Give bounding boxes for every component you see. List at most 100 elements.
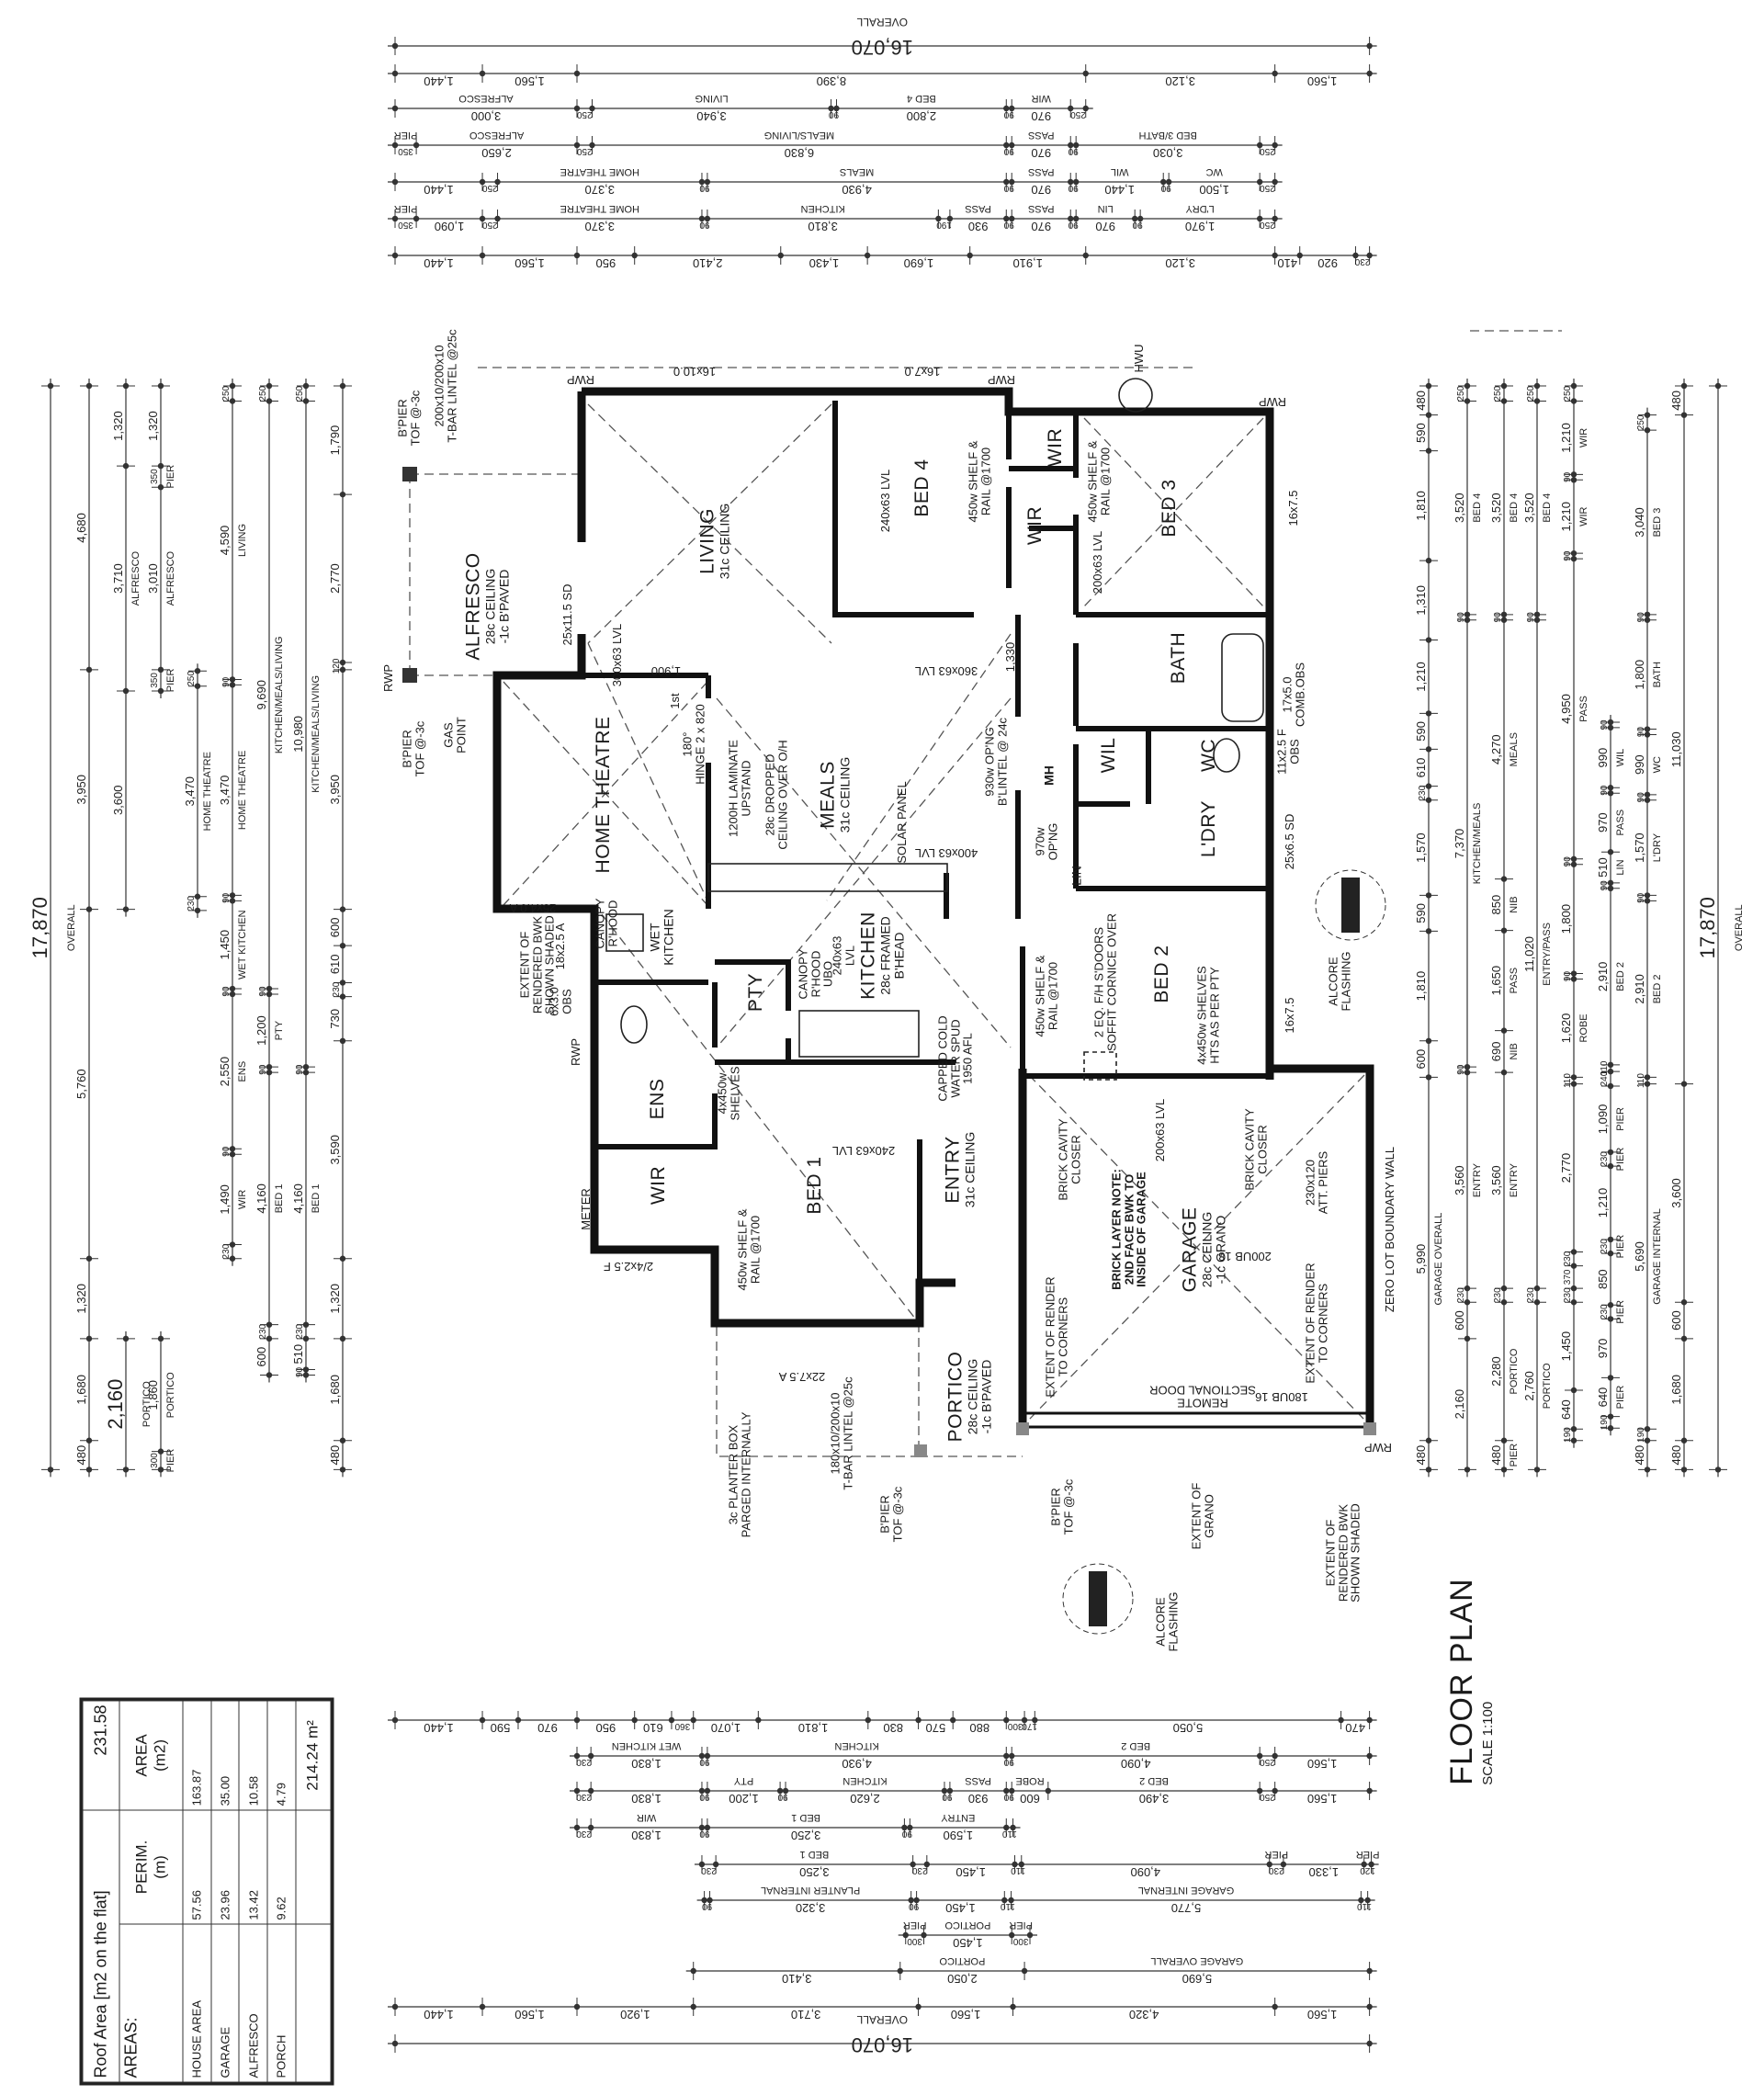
dimension-value: 1,860 xyxy=(146,1380,160,1410)
row-area: 4.79 xyxy=(266,1701,296,1810)
dimension-value: 190 xyxy=(1600,1414,1610,1430)
dimension-node xyxy=(946,1787,954,1795)
areas-table: Roof Area [m2 on the flat]231.58 AREAS:P… xyxy=(79,1697,334,2086)
dimension-node xyxy=(1010,2003,1016,2010)
room-name: WC xyxy=(1197,739,1219,772)
dimension-value: 350 xyxy=(398,146,413,156)
dimension-value: 90 xyxy=(221,676,232,687)
dimension-label: OVERALL xyxy=(1734,904,1745,951)
dimension-label: PORTICO xyxy=(141,1381,153,1427)
dimension-value: 480 xyxy=(1669,391,1683,411)
note-window: 16x7.5 xyxy=(1283,997,1297,1034)
dimension-value: 1,790 xyxy=(328,425,342,456)
dimension-node xyxy=(229,892,236,899)
row-perim: 57.56 xyxy=(182,1809,211,1925)
note-opening: 970w OP'NG xyxy=(1033,822,1059,861)
dimension-label: PASS xyxy=(965,203,991,214)
room-name: WET KITCHEN xyxy=(647,909,675,966)
dimension-node xyxy=(631,252,638,259)
dimension-value: 510 xyxy=(291,1344,305,1365)
dimension-value: 3,120 xyxy=(1165,256,1195,270)
dimension-value: 250 xyxy=(1493,385,1503,401)
dimension-node xyxy=(712,1861,719,1868)
row-perim: 23.96 xyxy=(210,1809,240,1925)
dimension-label: KITCHEN/MEALS/LIVING xyxy=(311,675,322,793)
dimension-label: PTY xyxy=(733,1775,753,1786)
dimension-value: 190 xyxy=(1636,1427,1646,1443)
dimension-node xyxy=(266,398,273,404)
dimension-node xyxy=(302,398,310,404)
dimension-node xyxy=(302,382,310,390)
dimension-node xyxy=(1500,1027,1508,1034)
row-perim: 13.42 xyxy=(239,1809,267,1925)
dimension-node xyxy=(339,993,346,1000)
dimension-node xyxy=(690,2003,696,2010)
dimension-node xyxy=(479,178,486,186)
dimension-value: 1,440 xyxy=(424,74,454,88)
dimension-label: PIER xyxy=(1615,1107,1626,1131)
dimension-value: 250 xyxy=(576,109,592,119)
dimension-node xyxy=(229,1255,236,1262)
dimension-node xyxy=(391,252,399,259)
dimension-node xyxy=(1366,2003,1373,2010)
dimension-node xyxy=(1256,142,1263,149)
dimension-value: 1,570 xyxy=(1414,832,1428,863)
dimension-node xyxy=(1009,1752,1015,1760)
dimension-node xyxy=(935,215,942,222)
note-beam: 200x63 LVL xyxy=(1091,530,1105,595)
dimension-value: 970 xyxy=(1031,220,1051,233)
dimension-value: 1,440 xyxy=(1104,183,1135,197)
dimension-node xyxy=(587,1824,594,1831)
dimension-node xyxy=(1680,1466,1688,1473)
dimension-value: 4,930 xyxy=(842,183,872,197)
room-ceiling: 28c CEILING -1c B'PAVED xyxy=(965,1358,994,1435)
dimension-value: 250 xyxy=(221,385,232,401)
dimension-node xyxy=(391,215,399,222)
dimension-label: HOME THEATRE xyxy=(202,752,213,831)
dimension-label: KITCHEN xyxy=(834,1740,878,1751)
dimension-value: 230 xyxy=(187,896,197,912)
dimension-node xyxy=(1570,1299,1577,1306)
dimension-value: 1,680 xyxy=(1669,1375,1683,1405)
dimension-node xyxy=(157,1335,164,1342)
dimension-value: 1,680 xyxy=(328,1375,342,1405)
dimension-value: 5,690 xyxy=(1182,1972,1213,1986)
dimension-node xyxy=(950,1716,956,1724)
dimension-node xyxy=(122,382,130,390)
title-text: FLOOR PLAN xyxy=(1444,1578,1479,1785)
dimension-label: ENS xyxy=(237,1061,248,1082)
dimension-value: 250 xyxy=(1260,183,1275,193)
dimension-node xyxy=(1500,617,1508,623)
dimension-node xyxy=(1352,252,1359,259)
dimension-node xyxy=(391,1716,399,1724)
dimension-label: PIER xyxy=(1356,1849,1380,1860)
dimension-value: 1,560 xyxy=(951,2008,981,2021)
dimension-node xyxy=(157,1448,164,1455)
dimension-value: 1,450 xyxy=(945,1901,976,1915)
dimension-node xyxy=(704,1824,711,1831)
note-dimension: 1,330 xyxy=(1003,641,1018,673)
dimension-value: 90 xyxy=(1493,612,1503,623)
dimension-value: 370 xyxy=(1563,1269,1573,1285)
dimension-label: PASS xyxy=(1028,203,1055,214)
perimeter-header: PERIM. (m) xyxy=(119,1809,183,1925)
dimension-value: 3,250 xyxy=(799,1865,830,1879)
dimension-value: 5,050 xyxy=(1173,1721,1204,1735)
dimension-value: 90 xyxy=(221,986,232,997)
dimension-node xyxy=(1680,412,1688,418)
dimension-node xyxy=(901,1824,908,1831)
dimension-node xyxy=(1607,1413,1614,1420)
room-name: MEALS xyxy=(817,761,839,829)
dimension-value: 110 xyxy=(1636,1073,1646,1088)
dimension-node xyxy=(1272,1787,1278,1795)
note-beam: 400x63 LVL xyxy=(914,845,978,860)
dimension-node xyxy=(1607,1250,1614,1257)
dimension-label: PIER xyxy=(1009,1919,1033,1931)
